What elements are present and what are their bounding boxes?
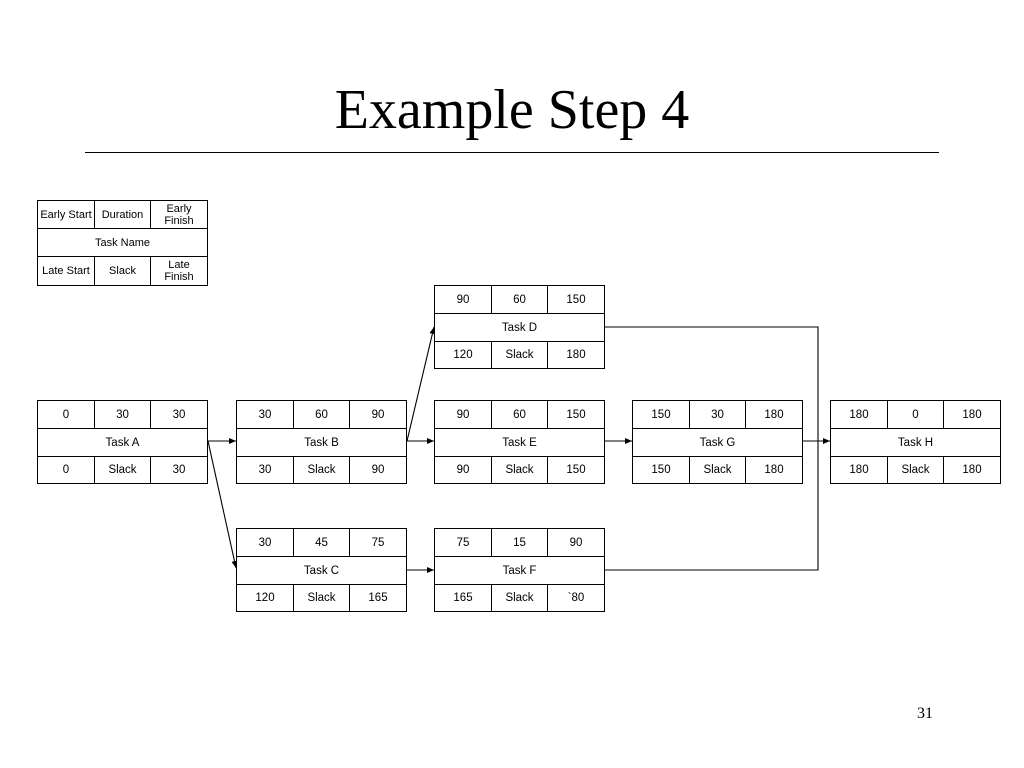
- early-start: 150: [633, 401, 690, 429]
- title-divider: [85, 152, 939, 153]
- late-start: 150: [633, 457, 690, 483]
- early-start: 90: [435, 286, 492, 314]
- late-start: 90: [435, 457, 492, 483]
- legend-task-name: Task Name: [38, 229, 207, 257]
- task-name: Task A: [38, 429, 207, 457]
- early-start: 30: [237, 529, 294, 557]
- late-finish: 180: [566, 349, 586, 361]
- task-name: Task H: [831, 429, 1000, 457]
- slack: Slack: [294, 457, 350, 483]
- early-start: 180: [831, 401, 888, 429]
- task-node-e: 90 60 150 Task E 90 Slack 150: [434, 400, 605, 484]
- arrow-f-to-h: [605, 441, 819, 571]
- early-finish: 180: [746, 401, 802, 429]
- duration: 45: [294, 529, 350, 557]
- task-node-a: 0 30 30 Task A 0 Slack 30: [37, 400, 208, 484]
- late-finish: 90: [371, 464, 385, 476]
- late-finish: 180: [962, 464, 982, 476]
- early-finish: 30: [151, 401, 207, 429]
- task-node-h: 180 0 180 Task H 180 Slack 180: [830, 400, 1001, 484]
- task-node-f: 75 15 90 Task F 165 Slack `80: [434, 528, 605, 612]
- legend-early-finish: Early Finish: [151, 201, 207, 229]
- task-name: Task C: [237, 557, 406, 585]
- task-name: Task G: [633, 429, 802, 457]
- late-finish: 150: [566, 464, 586, 476]
- legend-box: Early Start Duration Early Finish Task N…: [37, 200, 208, 286]
- slack: Slack: [95, 457, 151, 483]
- slide-title: Example Step 4: [334, 79, 690, 141]
- duration: 0: [888, 401, 944, 429]
- task-name: Task F: [435, 557, 604, 585]
- arrow-d-to-h: [605, 326, 819, 441]
- early-finish: 150: [548, 286, 604, 314]
- legend-late-start: Late Start: [38, 257, 95, 285]
- slack: Slack: [690, 457, 746, 483]
- early-finish: 180: [944, 401, 1000, 429]
- late-start: 165: [435, 585, 492, 611]
- page-number: 31: [917, 705, 933, 722]
- late-finish: 180: [764, 464, 784, 476]
- legend-late-finish: Late Finish: [164, 259, 194, 283]
- early-finish: 75: [350, 529, 406, 557]
- late-start: 30: [237, 457, 294, 483]
- legend-slack: Slack: [95, 257, 151, 285]
- late-start: 180: [831, 457, 888, 483]
- slack: Slack: [492, 457, 548, 483]
- arrow-a-to-c: [207, 440, 238, 569]
- task-node-c: 30 45 75 Task C 120 Slack 165: [236, 528, 407, 612]
- task-name: Task D: [435, 314, 604, 342]
- task-node-d: 90 60 150 Task D 120 Slack 180: [434, 285, 605, 369]
- early-start: 75: [435, 529, 492, 557]
- late-start: 120: [237, 585, 294, 611]
- task-node-g: 150 30 180 Task G 150 Slack 180: [632, 400, 803, 484]
- legend-duration: Duration: [95, 201, 151, 229]
- late-finish: 30: [172, 464, 186, 476]
- late-start: 120: [435, 342, 492, 368]
- late-finish: `80: [567, 592, 585, 604]
- slack: Slack: [492, 585, 548, 611]
- duration: 60: [492, 286, 548, 314]
- early-finish: 150: [548, 401, 604, 429]
- duration: 60: [294, 401, 350, 429]
- task-name: Task E: [435, 429, 604, 457]
- slack: Slack: [294, 585, 350, 611]
- early-finish: 90: [350, 401, 406, 429]
- slack: Slack: [888, 457, 944, 483]
- late-finish: 165: [368, 592, 388, 604]
- duration: 30: [95, 401, 151, 429]
- late-start: 0: [38, 457, 95, 483]
- duration: 60: [492, 401, 548, 429]
- duration: 15: [492, 529, 548, 557]
- early-start: 0: [38, 401, 95, 429]
- task-node-b: 30 60 90 Task B 30 Slack 90: [236, 400, 407, 484]
- early-start: 30: [237, 401, 294, 429]
- early-finish: 90: [548, 529, 604, 557]
- task-name: Task B: [237, 429, 406, 457]
- legend-early-start: Early Start: [38, 201, 95, 229]
- arrow-b-to-d: [406, 326, 436, 442]
- early-start: 90: [435, 401, 492, 429]
- slack: Slack: [492, 342, 548, 368]
- duration: 30: [690, 401, 746, 429]
